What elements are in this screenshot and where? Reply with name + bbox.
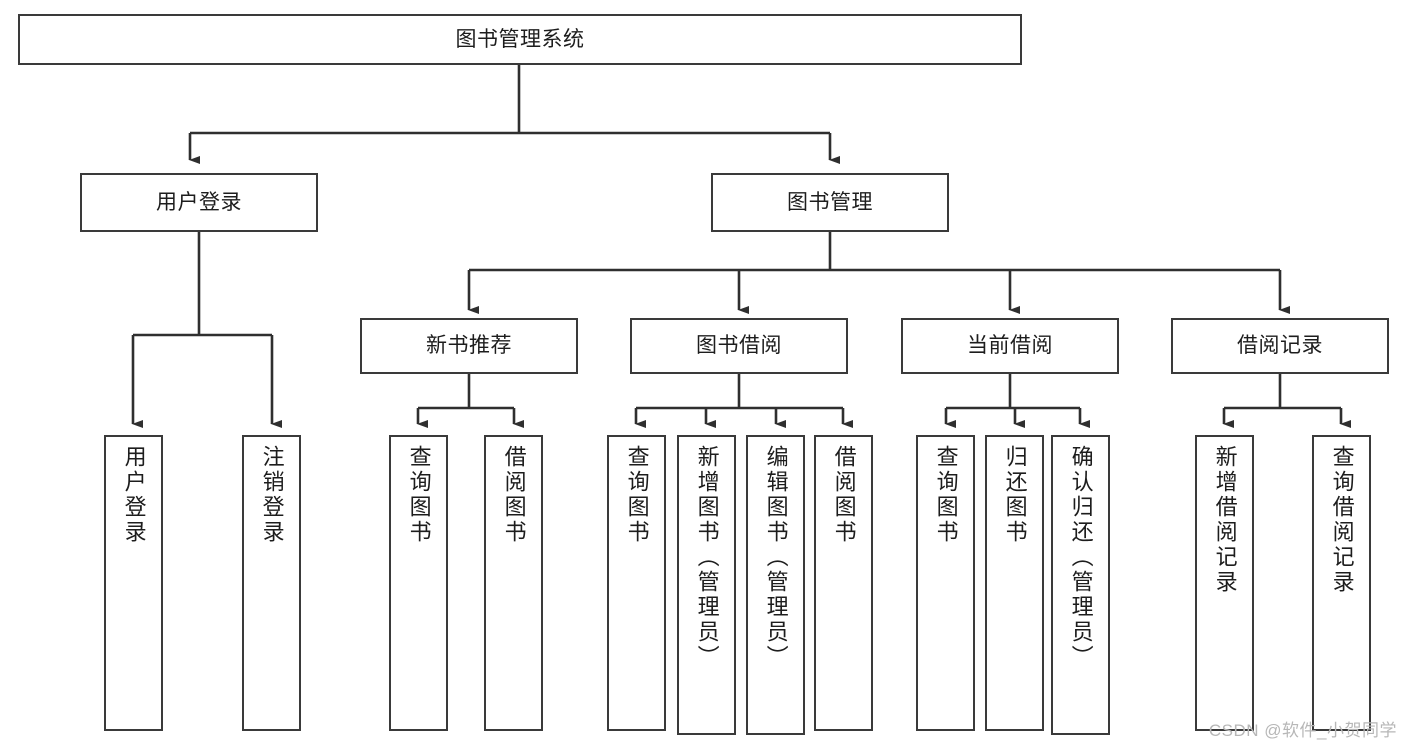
leaf-query-book-borrow[interactable]: 查询图书 [607, 435, 666, 731]
node-label: 新增图书（管理员） [694, 445, 720, 670]
leaf-borrow-book[interactable]: 借阅图书 [814, 435, 873, 731]
node-label: 查询图书 [406, 445, 432, 545]
node-label: 图书借阅 [696, 334, 782, 358]
node-book-management[interactable]: 图书管理 [711, 173, 949, 232]
node-label: 确认归还（管理员） [1068, 445, 1094, 670]
node-label: 图书管理 [787, 190, 873, 214]
node-label: 新增借阅记录 [1212, 445, 1238, 595]
leaf-query-book-recommend[interactable]: 查询图书 [389, 435, 448, 731]
node-new-book-recommend[interactable]: 新书推荐 [360, 318, 578, 374]
leaf-confirm-return-admin[interactable]: 确认归还（管理员） [1051, 435, 1110, 735]
node-label: 借阅记录 [1237, 334, 1323, 358]
node-book-borrow[interactable]: 图书借阅 [630, 318, 848, 374]
node-label: 新书推荐 [426, 334, 512, 358]
node-label: 编辑图书（管理员） [763, 445, 789, 670]
watermark-text: CSDN @软件_小贺同学 [1208, 721, 1397, 740]
node-user-login[interactable]: 用户登录 [80, 173, 318, 232]
node-label: 图书管理系统 [455, 27, 585, 51]
node-label: 查询图书 [624, 445, 650, 545]
leaf-add-borrow-record[interactable]: 新增借阅记录 [1195, 435, 1254, 731]
leaf-edit-book-admin[interactable]: 编辑图书（管理员） [746, 435, 805, 735]
node-borrow-record[interactable]: 借阅记录 [1171, 318, 1389, 374]
leaf-query-borrow-record[interactable]: 查询借阅记录 [1312, 435, 1371, 731]
node-label: 用户登录 [156, 190, 242, 214]
node-label: 查询图书 [933, 445, 959, 545]
leaf-query-book-current[interactable]: 查询图书 [916, 435, 975, 731]
node-label: 归还图书 [1002, 445, 1028, 545]
leaf-return-book[interactable]: 归还图书 [985, 435, 1044, 731]
node-root-system[interactable]: 图书管理系统 [18, 14, 1022, 65]
node-label: 用户登录 [121, 445, 147, 545]
leaf-borrow-book-recommend[interactable]: 借阅图书 [484, 435, 543, 731]
node-label: 当前借阅 [967, 334, 1053, 358]
leaf-add-book-admin[interactable]: 新增图书（管理员） [677, 435, 736, 735]
node-label: 查询借阅记录 [1329, 445, 1355, 595]
node-label: 注销登录 [259, 445, 285, 545]
node-current-borrow[interactable]: 当前借阅 [901, 318, 1119, 374]
node-label: 借阅图书 [501, 445, 527, 545]
leaf-user-login[interactable]: 用户登录 [104, 435, 163, 731]
node-label: 借阅图书 [831, 445, 857, 545]
leaf-logout-login[interactable]: 注销登录 [242, 435, 301, 731]
